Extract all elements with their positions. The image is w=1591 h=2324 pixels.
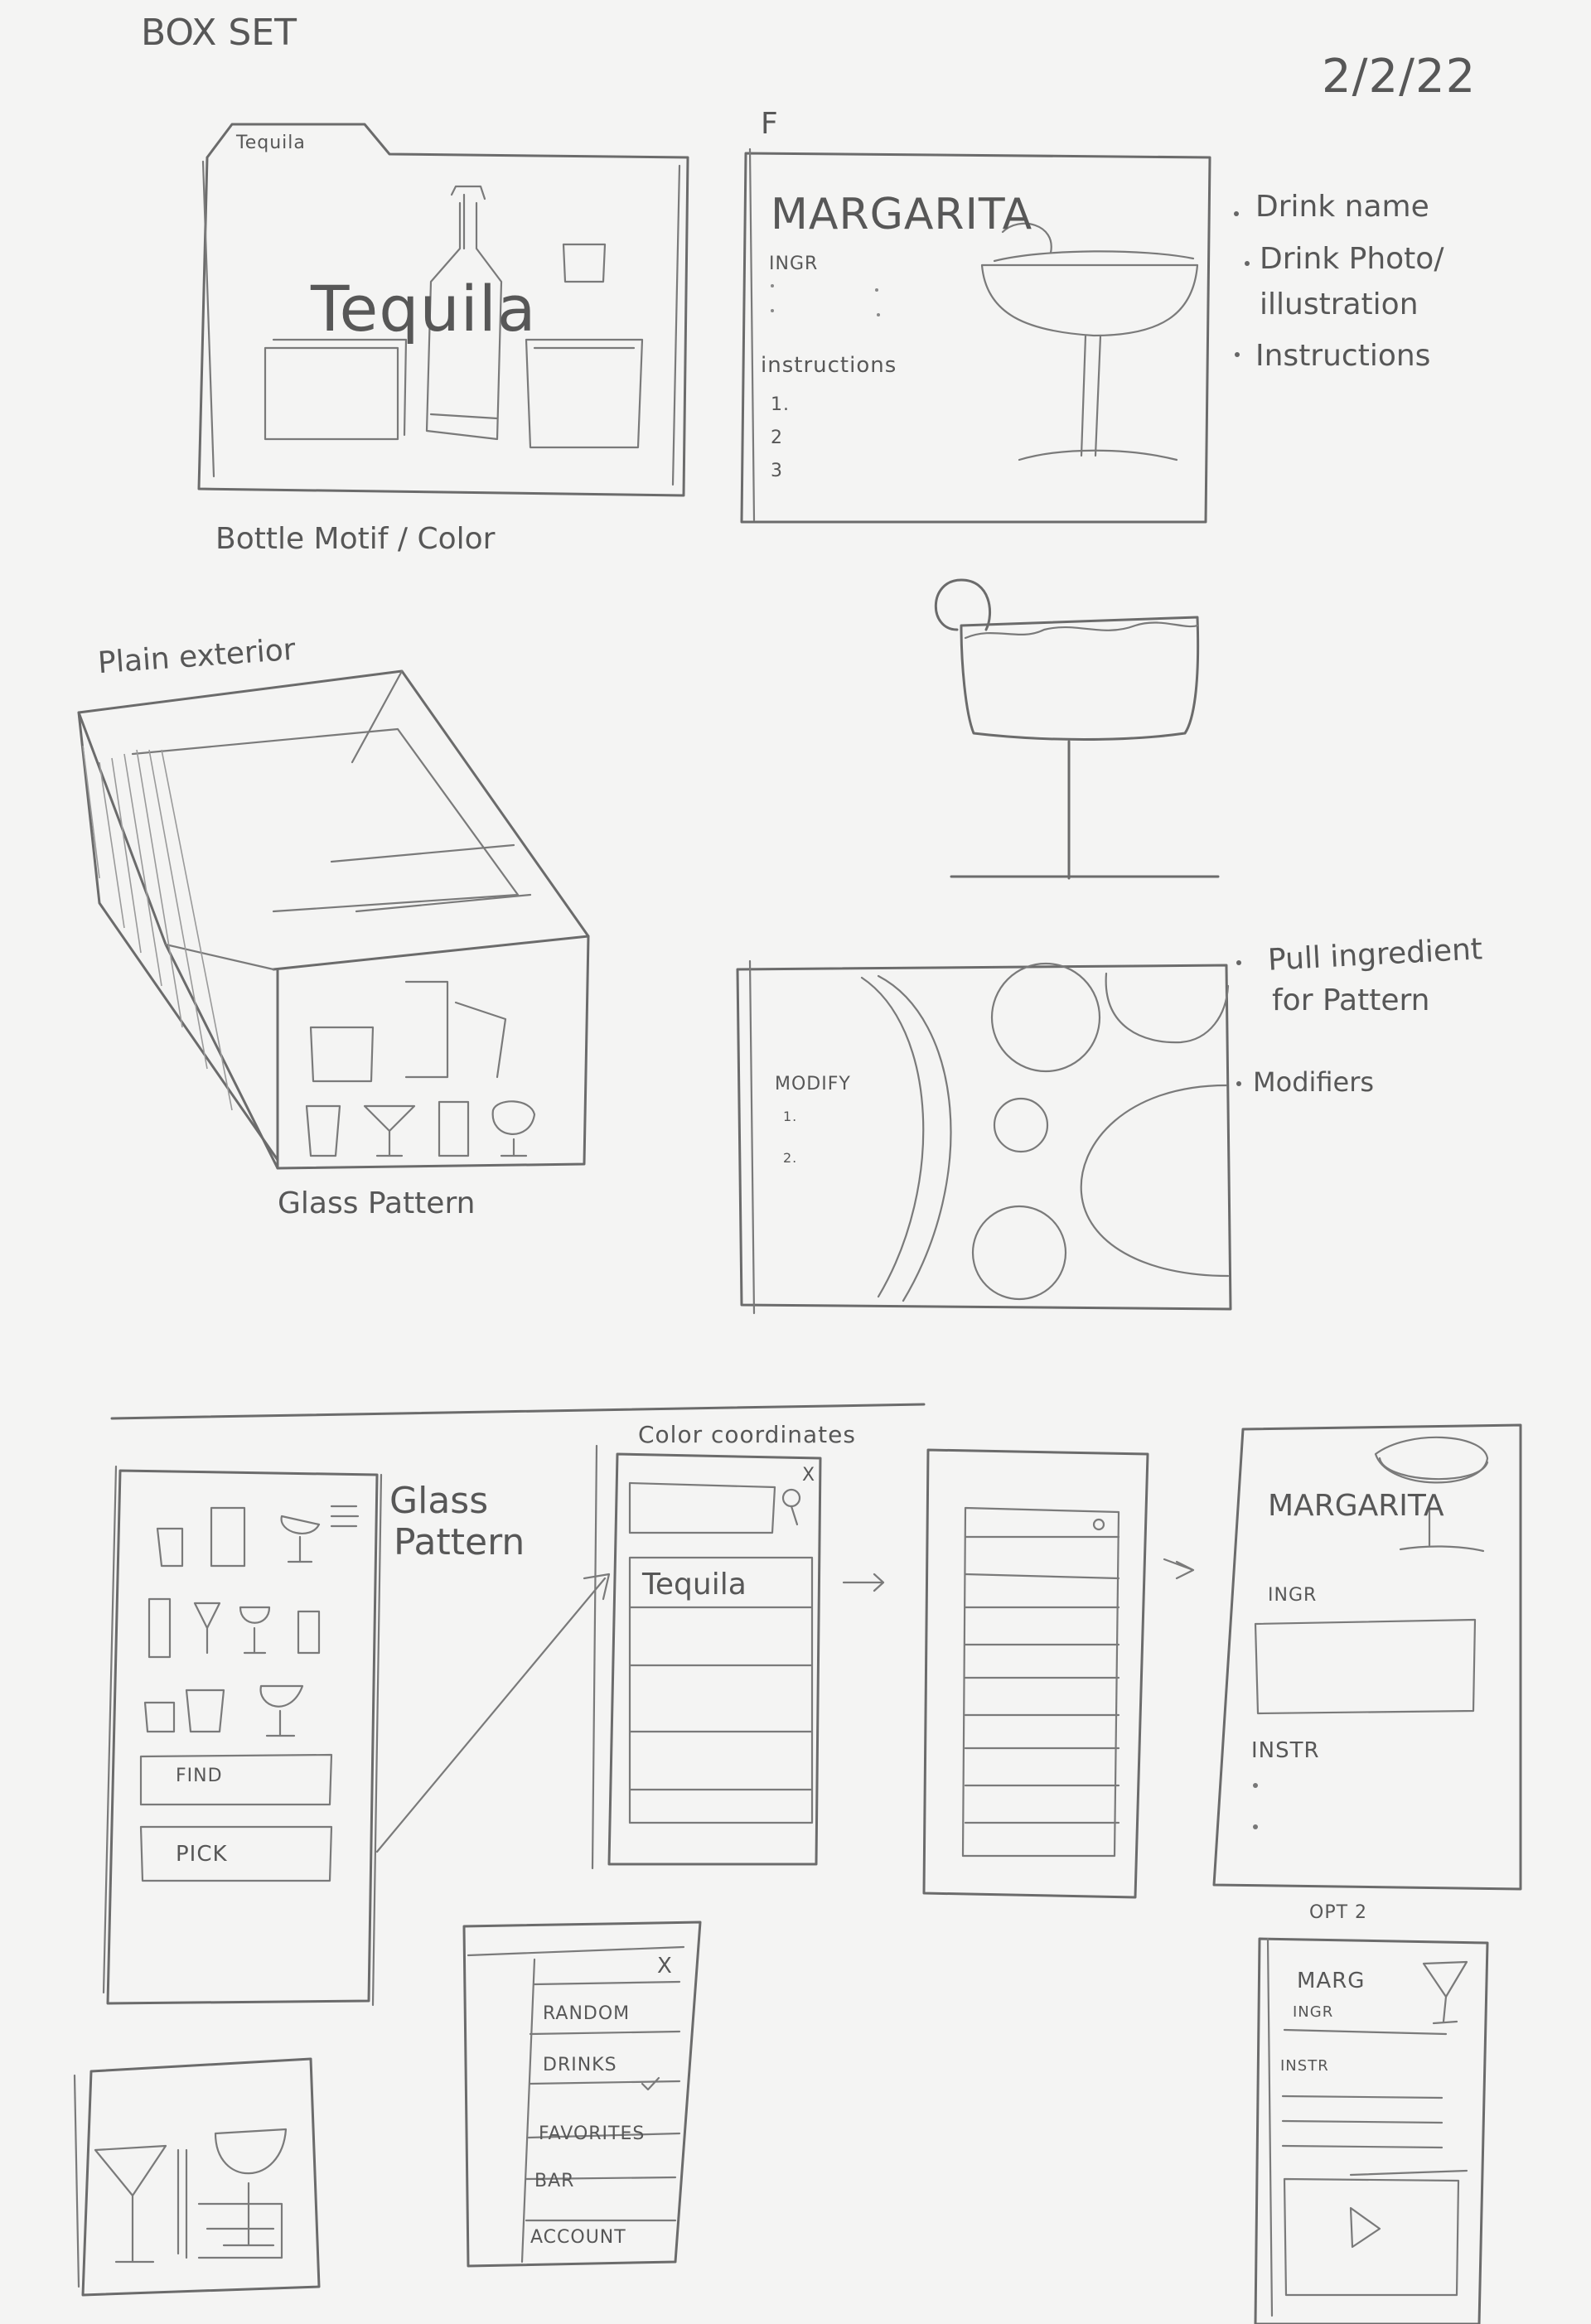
menu-item-random: RANDOM	[543, 2003, 631, 2024]
box-set-sketch	[77, 669, 590, 1170]
menu-item-bar: BAR	[534, 2171, 575, 2191]
home-label-line1: Glass	[389, 1480, 489, 1522]
glass-pattern-tile	[73, 2057, 321, 2297]
modify-card-item: 1.	[783, 1109, 798, 1124]
section-divider	[110, 1403, 926, 1420]
wireframe-list	[922, 1448, 1195, 1899]
menu-item-drinks: DRINKS	[543, 2055, 617, 2075]
wireframe-home	[102, 1465, 611, 2007]
opt2-drink: MARG	[1297, 1969, 1366, 1993]
sheet-title: BOX SET	[141, 12, 297, 54]
modify-note: for Pattern	[1272, 983, 1430, 1017]
recipe-note: Instructions	[1255, 339, 1431, 373]
modify-note: Modifiers	[1253, 1066, 1375, 1098]
recipe-card-drink: MARGARITA	[771, 190, 1033, 239]
modify-card-sketch	[736, 959, 1241, 1315]
wireframe-opt2	[1254, 1937, 1489, 2324]
recipe-wire-drink: MARGARITA	[1268, 1489, 1444, 1523]
opt2-label: OPT 2	[1309, 1902, 1368, 1923]
folder-label: Tequila	[311, 272, 537, 345]
recipe-note: Drink name	[1255, 190, 1429, 224]
wireframe-menu	[462, 1921, 702, 2268]
recipe-wire-ingr: INGR	[1268, 1585, 1318, 1606]
recipe-card-ingr: INGR	[769, 254, 819, 274]
wireframe-recipe	[1212, 1423, 1522, 1891]
search-close-icon: X	[802, 1465, 816, 1486]
modify-card-item: 2.	[783, 1150, 798, 1166]
recipe-note: Drink Photo/	[1260, 242, 1444, 276]
home-pick-button: PICK	[176, 1842, 228, 1867]
recipe-card-step: 2	[771, 428, 783, 448]
menu-item-favorites: FAVORITES	[539, 2123, 646, 2144]
recipe-wire-instr: INSTR	[1251, 1738, 1320, 1763]
search-label: Color coordinates	[638, 1421, 856, 1448]
opt2-ingr: INGR	[1293, 2003, 1334, 2021]
box-caption: Glass Pattern	[278, 1186, 476, 1220]
modify-card-title: MODIFY	[775, 1074, 851, 1094]
recipe-card-step: 1.	[771, 394, 790, 415]
recipe-card-instructions: instructions	[761, 353, 897, 378]
folder-caption: Bottle Motif / Color	[215, 522, 496, 556]
recipe-note: illustration	[1260, 287, 1419, 321]
menu-item-account: ACCOUNT	[530, 2227, 626, 2248]
recipe-card-step: 3	[771, 461, 783, 481]
tequila-folder-sketch	[197, 123, 689, 497]
search-first-item: Tequila	[642, 1568, 747, 1602]
folder-tab-label: Tequila	[236, 133, 306, 153]
wireframe-search	[591, 1444, 885, 1870]
recipe-card-sketch	[740, 147, 1250, 524]
opt2-instr: INSTR	[1280, 2057, 1329, 2075]
sheet-date: 2/2/22	[1322, 50, 1477, 104]
recipe-card-letter: F	[761, 107, 778, 141]
menu-close-icon: X	[657, 1954, 673, 1979]
home-find-button: FIND	[176, 1766, 223, 1786]
home-label-line2: Pattern	[394, 1521, 525, 1563]
coupe-illustration	[934, 578, 1220, 880]
